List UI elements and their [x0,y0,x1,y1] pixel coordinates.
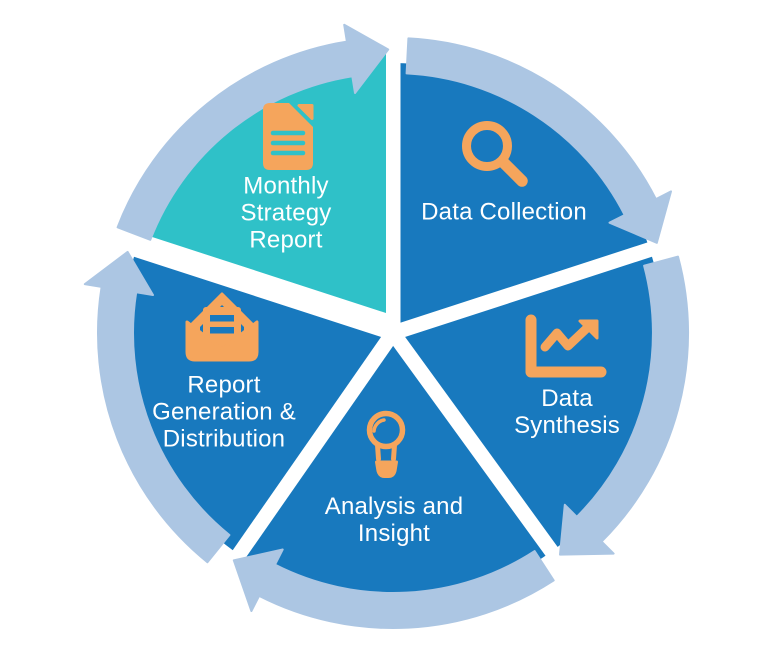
arrow-ring [83,23,689,630]
separator-lower-left [226,328,400,568]
lightbulb-icon-neck-left [375,442,381,462]
ring-arrow-top-right [405,37,672,244]
lightbulb-icon-bulb [366,410,406,450]
magnifier-icon-lens [462,121,512,171]
line-chart-icon-trendline [540,324,591,352]
ring-arrow-left [83,250,231,564]
envelope-icon-letter-line [210,315,234,322]
line-chart-icon [525,314,607,378]
label-analysis-and-insight: Analysis and Insight [324,493,464,547]
lightbulb-icon [366,410,406,478]
label-data-collection: Data Collection [421,198,587,226]
separator-lower-right [386,328,567,569]
ring-arrow-top-left [116,23,390,241]
document-icon [263,103,314,170]
envelope-icon-letter-line [210,327,234,334]
ring-arrow-bottom [232,548,555,630]
envelope-icon-body [185,320,259,362]
line-chart-icon-arrowhead [578,319,599,340]
label-data-synthesis: Data Synthesis [514,385,620,439]
line-chart-icon-axes [525,314,607,378]
label-monthly-strategy-report: Monthly Strategy Report [240,172,332,254]
document-icon-fold [297,104,314,120]
separator-upper-right [390,237,667,341]
open-envelope-icon [185,292,259,362]
segment-separators [119,48,667,569]
lightbulb-icon-neck-right [391,442,397,462]
separator-upper-left [119,237,396,341]
lightbulb-icon-base [375,460,398,478]
ring-arrow-right [559,255,689,556]
label-report-generation-distribution: Report Generation & Distribution [152,371,296,453]
lightbulb-icon-highlight [372,418,386,433]
magnifier-icon [462,121,528,187]
magnifier-icon-handle [497,156,528,187]
segment-monthly-strategy-report [134,49,386,313]
